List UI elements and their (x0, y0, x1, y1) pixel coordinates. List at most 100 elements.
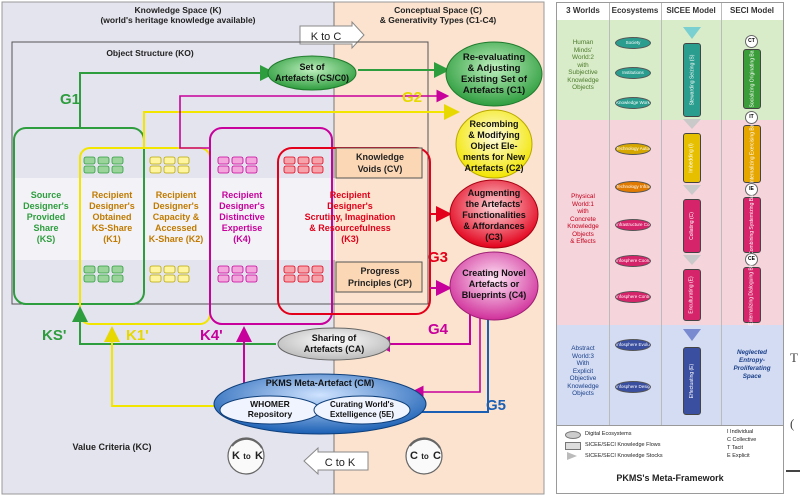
value-criteria-label: Value Criteria (KC) (72, 442, 151, 452)
knowledge-space-subtitle: (world's heritage knowledge available) (100, 15, 255, 25)
legend-divider (557, 425, 783, 426)
k2-line: Capacity & (153, 212, 200, 222)
ks-line: Provided (27, 212, 66, 222)
c4-ellipse (449, 251, 539, 321)
set-of-artefacts-ellipse (267, 55, 357, 91)
world2-line: Human (572, 39, 594, 46)
k3-bottom-icons (283, 265, 324, 283)
c4-to-meta-arrow (410, 304, 481, 399)
sicee-imbedding: Imbedding (I) (683, 133, 701, 183)
knowledge-voids-line1: Knowledge (356, 152, 404, 162)
curating-line2: Extelligence (5E) (330, 410, 394, 419)
k2-line: Accessed (155, 223, 197, 233)
world2-line: World:2 (572, 54, 594, 61)
ks-top-icons (83, 156, 124, 174)
sicee-enculturating: Enculturating (E) (683, 269, 701, 321)
world3-line: World:3 (572, 352, 594, 360)
k2-bottom-icons (149, 265, 190, 283)
key-tacit: T Tacit (727, 445, 743, 451)
sicee-triangle (683, 255, 701, 265)
eco-technology-infrastructure: Technology Infrastructure (615, 181, 651, 193)
world1-line: Physical (571, 193, 595, 200)
g3-label: G3 (428, 249, 448, 266)
k1-line: (K1) (103, 234, 121, 244)
g1-label: G1 (60, 91, 80, 108)
set-of-artefacts-line1: Set of (299, 62, 325, 72)
legend-knowledge-flows: SICEE/SECI Knowledge Flows (585, 442, 661, 448)
k3-line: Scrutiny, Imagination (305, 212, 396, 222)
sharing-artefacts-ellipse (277, 327, 391, 361)
c3-ellipse (449, 179, 539, 249)
world3-line: Knowledge (567, 382, 599, 390)
c2-line: ments for New (463, 152, 526, 162)
k3-top-icons (283, 156, 324, 174)
k2-top-icons (149, 156, 190, 174)
g4-flow-arrow (374, 304, 471, 352)
edge-rule (786, 470, 800, 472)
knowledge-stock-icon (567, 452, 577, 460)
knowledge-voids-box (335, 147, 423, 179)
c2-line: & Modifying (468, 130, 520, 140)
world1-line: with (577, 208, 589, 215)
sicee-top-triangle (683, 27, 701, 39)
c4-line: Blueprints (C4) (462, 290, 527, 300)
seci-ce-marker: CE (745, 253, 758, 266)
neglected-line: Proliferating (733, 365, 771, 372)
ks-line: Designer's (23, 201, 69, 211)
world3-text: Abstract World:3 With Explicit Objective… (559, 345, 607, 398)
world3-line: Abstract (571, 345, 595, 352)
k2-line: Recipient (156, 190, 197, 200)
eco-knowledge-worker: Knowledge Worker (615, 97, 651, 109)
c4-line: Creating Novel (462, 268, 526, 278)
world2-line: Objects (572, 84, 594, 91)
k4-flow-arrow (179, 89, 450, 149)
k4-box (209, 127, 333, 325)
eco-institutions: Institutions (615, 67, 651, 79)
neglected-line: Entropy- (739, 357, 765, 364)
c3-line: (C3) (485, 232, 503, 242)
col-divider (721, 3, 722, 425)
progress-principles-line2: Principles (CP) (348, 278, 412, 288)
meta-framework-title: PKMS's Meta-Framework (616, 473, 724, 483)
header-seci-model: SECI Model (729, 6, 774, 15)
world2-text: Human Minds' World:2 with Subjective Kno… (559, 39, 607, 92)
k-to-k-k2: K (255, 450, 263, 462)
world3-line: Objective (569, 375, 597, 382)
progress-principles-line1: Progress (360, 266, 399, 276)
c3-text: Augmenting the Artefacts' Functionalitie… (462, 188, 526, 242)
k4-line: Designer's (219, 201, 265, 211)
c1-line: Artefacts (C1) (463, 85, 525, 96)
sicee-triangle (683, 329, 701, 341)
c3-line: Augmenting (468, 188, 521, 198)
k-to-c-label: K to C (311, 31, 342, 43)
ks-prime-label: KS' (42, 327, 66, 344)
curating-ellipse (313, 395, 411, 425)
c3-line: & Affordances (463, 221, 524, 231)
k3-text: Recipient Designer's Scrutiny, Imaginati… (305, 190, 396, 244)
c3-line: Functionalities (462, 210, 526, 220)
c-to-c-c1: C (410, 450, 418, 462)
g5-flow-arrow (410, 300, 496, 413)
legend-digital-ecosystems: Digital Ecosystems (585, 431, 632, 437)
c3-line: the Artefacts' (466, 199, 523, 209)
sicee-triangle (683, 185, 701, 195)
k4-text: Recipient Designer's Distinctive Experti… (219, 190, 265, 244)
world1-line: Concrete (570, 215, 596, 223)
c2-line: Object Ele- (470, 141, 517, 151)
k3-line: Recipient (330, 190, 371, 200)
sicee-collating: Collating (C) (683, 199, 701, 253)
world2-line: Knowledge (567, 76, 599, 84)
neglected-space-text: Neglected Entropy- Proliferating Space (723, 349, 781, 381)
seci-ct-marker: CT (745, 35, 758, 48)
k-to-k-k1: K (232, 450, 240, 462)
set-of-artefacts-line2: Artefacts (CS/C0) (275, 73, 349, 83)
conceptual-space-title: Conceptual Space (C) (394, 5, 482, 15)
conceptual-space-subtitle: & Generativity Types (C1-C4) (380, 15, 497, 25)
meta-artefact-label: PKMS Meta-Artefact (CM) (266, 378, 375, 388)
c-to-k-label: C to K (325, 457, 356, 469)
sicee-triangle (683, 119, 701, 129)
world3-line: With (576, 360, 590, 367)
c-to-k-arrow-shape (303, 446, 369, 476)
ks-line: Share (33, 223, 58, 233)
